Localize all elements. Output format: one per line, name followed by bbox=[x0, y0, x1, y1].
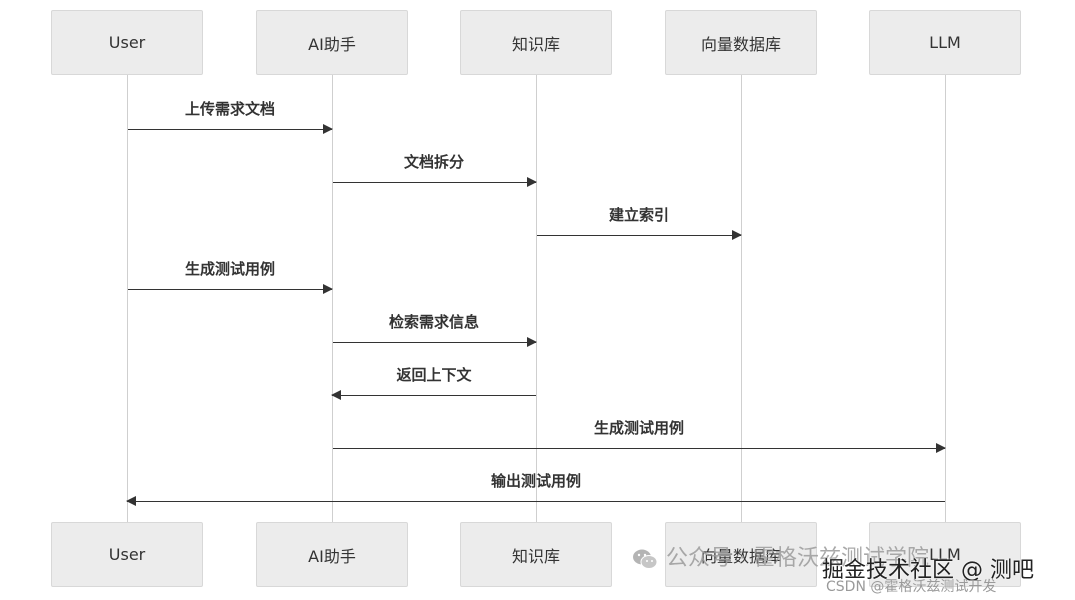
arrowhead-right-icon bbox=[527, 177, 537, 187]
actor-vector-db-bottom: 向量数据库 bbox=[665, 522, 817, 587]
message-arrow-return-context bbox=[331, 390, 536, 400]
watermark-wechat-text: 公众号 · 霍格沃兹测试学院 bbox=[666, 546, 929, 571]
message-label-generate-cases-llm: 生成测试用例 bbox=[593, 419, 685, 437]
actor-llm-top: LLM bbox=[869, 10, 1021, 75]
actor-ai-assistant-bottom: AI助手 bbox=[256, 522, 408, 587]
actor-vector-db-top: 向量数据库 bbox=[665, 10, 817, 75]
arrowhead-left-icon bbox=[331, 390, 341, 400]
message-arrow-upload-doc bbox=[128, 124, 333, 134]
message-arrow-build-index bbox=[537, 230, 742, 240]
message-label-upload-doc: 上传需求文档 bbox=[184, 100, 276, 118]
actor-ai-assistant-top: AI助手 bbox=[256, 10, 408, 75]
actor-llm-bottom: LLM bbox=[869, 522, 1021, 587]
arrowhead-right-icon bbox=[936, 443, 946, 453]
arrowhead-right-icon bbox=[732, 230, 742, 240]
actor-user-top: User bbox=[51, 10, 203, 75]
lifeline-user bbox=[127, 75, 128, 522]
message-label-generate-cases-request: 生成测试用例 bbox=[184, 260, 276, 278]
arrowhead-right-icon bbox=[323, 284, 333, 294]
wechat-icon bbox=[632, 548, 658, 570]
arrowhead-right-icon bbox=[323, 124, 333, 134]
arrowhead-left-icon bbox=[126, 496, 136, 506]
lifeline-llm bbox=[945, 75, 946, 522]
actor-user-bottom: User bbox=[51, 522, 203, 587]
actor-knowledge-base-top: 知识库 bbox=[460, 10, 612, 75]
lifeline-ai-assistant bbox=[332, 75, 333, 522]
message-arrow-doc-split bbox=[333, 177, 537, 187]
watermark-juejin: 掘金技术社区 @ 测吧 bbox=[822, 558, 1034, 583]
message-label-build-index: 建立索引 bbox=[608, 206, 670, 224]
message-arrow-generate-cases-llm bbox=[333, 443, 946, 453]
watermark-csdn: CSDN @霍格沃兹测试开发 bbox=[826, 579, 997, 595]
arrowhead-right-icon bbox=[527, 337, 537, 347]
message-label-retrieve-info: 检索需求信息 bbox=[388, 313, 480, 331]
lifeline-knowledge-base bbox=[536, 75, 537, 522]
lifeline-vector-db bbox=[741, 75, 742, 522]
actor-knowledge-base-bottom: 知识库 bbox=[460, 522, 612, 587]
watermark-wechat: 公众号 · 霍格沃兹测试学院 bbox=[632, 540, 929, 572]
message-arrow-generate-cases-request bbox=[128, 284, 333, 294]
message-label-output-cases: 输出测试用例 bbox=[490, 472, 582, 490]
message-arrow-retrieve-info bbox=[333, 337, 537, 347]
message-arrow-output-cases bbox=[126, 496, 945, 506]
message-label-doc-split: 文档拆分 bbox=[403, 153, 465, 171]
message-label-return-context: 返回上下文 bbox=[396, 366, 472, 384]
